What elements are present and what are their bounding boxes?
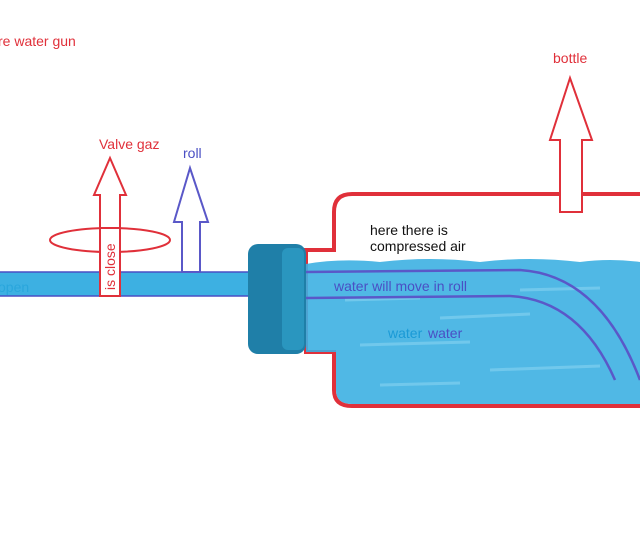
water-label-1: water [388, 325, 423, 341]
roll-tube-upper [305, 268, 640, 381]
valve-gaz-label: Valve gaz [99, 136, 160, 152]
valve-gaz-arrow-icon [92, 155, 128, 229]
bottle-arrow-icon [548, 74, 594, 213]
open-label: open [0, 279, 30, 295]
compressed-air-line-2: compressed air [370, 238, 466, 254]
water-move-label: water will move in roll [334, 278, 468, 294]
water-texture [344, 286, 601, 387]
roll-arrow-icon [172, 164, 210, 273]
roll-tube-lower [305, 294, 617, 381]
title-label: re water gun [0, 33, 76, 49]
water-label-2: water [428, 325, 463, 341]
roll-label: roll [183, 145, 202, 161]
pipe [0, 272, 252, 296]
compressed-air-line-1: here there is [370, 222, 448, 238]
is-close-label: is close [102, 243, 118, 290]
bottle-label: bottle [553, 50, 588, 66]
bottle-cap-shade [282, 248, 304, 350]
